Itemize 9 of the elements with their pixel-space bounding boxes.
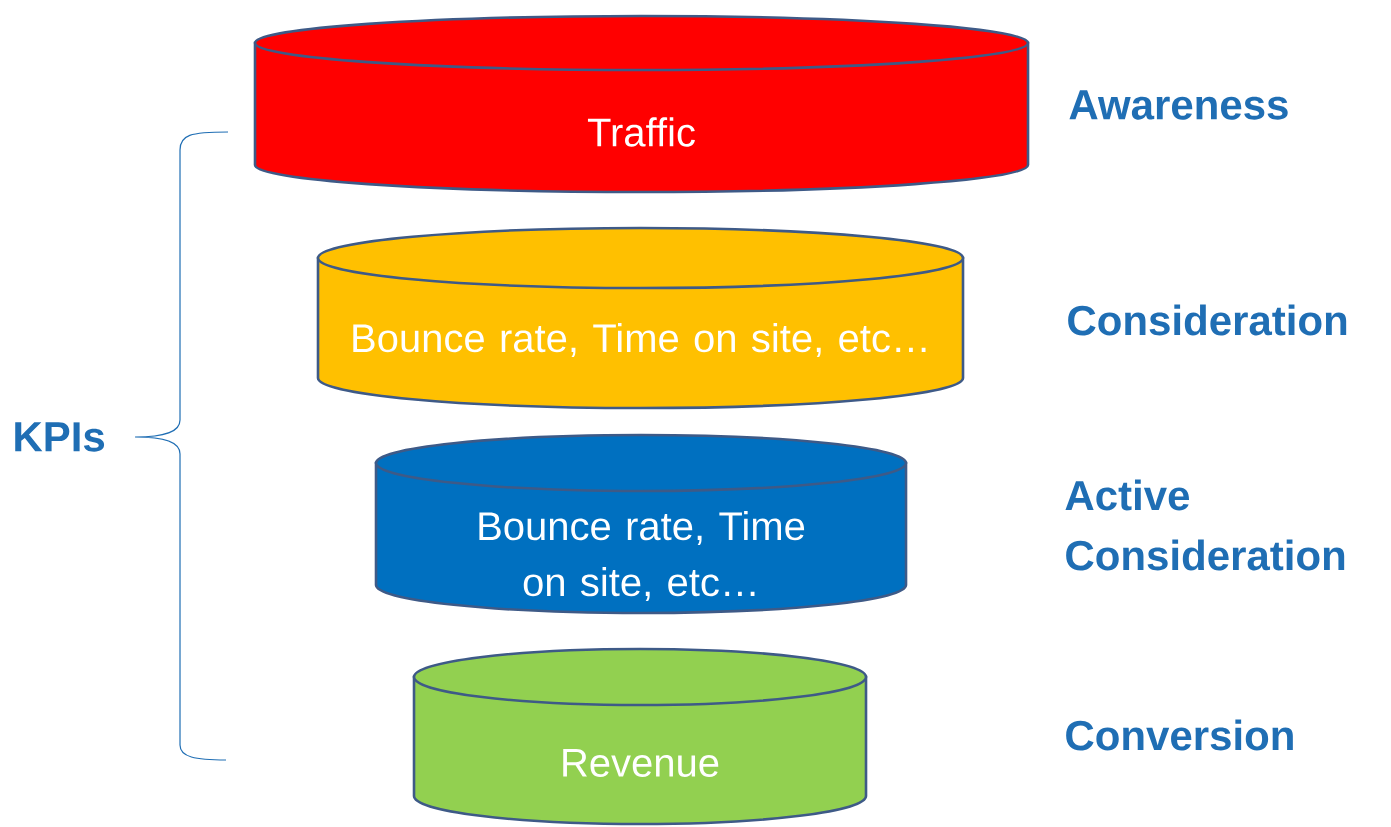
- stage-label: Consideration: [1068, 304, 1347, 336]
- cylinder: Bounce rate, Time on site, etc…: [374, 433, 908, 615]
- stage-label: Awareness: [1069, 90, 1288, 120]
- cylinder: Revenue: [412, 647, 868, 826]
- stage-label: Conversion: [1066, 719, 1293, 751]
- cylinder: Traffic: [253, 14, 1030, 194]
- cylinder: Bounce rate, Time on site, etc…: [316, 226, 965, 410]
- bracket-label: KPIs: [15, 422, 105, 452]
- stage-label: Active Consideration: [1065, 479, 1345, 571]
